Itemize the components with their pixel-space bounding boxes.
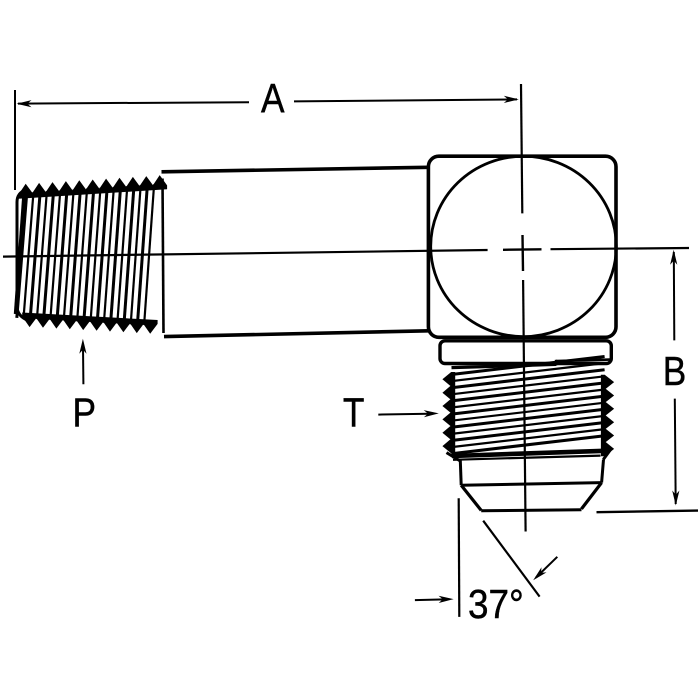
svg-text:T: T (343, 390, 365, 436)
svg-text:B: B (663, 349, 687, 395)
svg-text:37°: 37° (468, 582, 524, 627)
svg-text:A: A (261, 76, 285, 122)
svg-text:P: P (72, 390, 96, 436)
